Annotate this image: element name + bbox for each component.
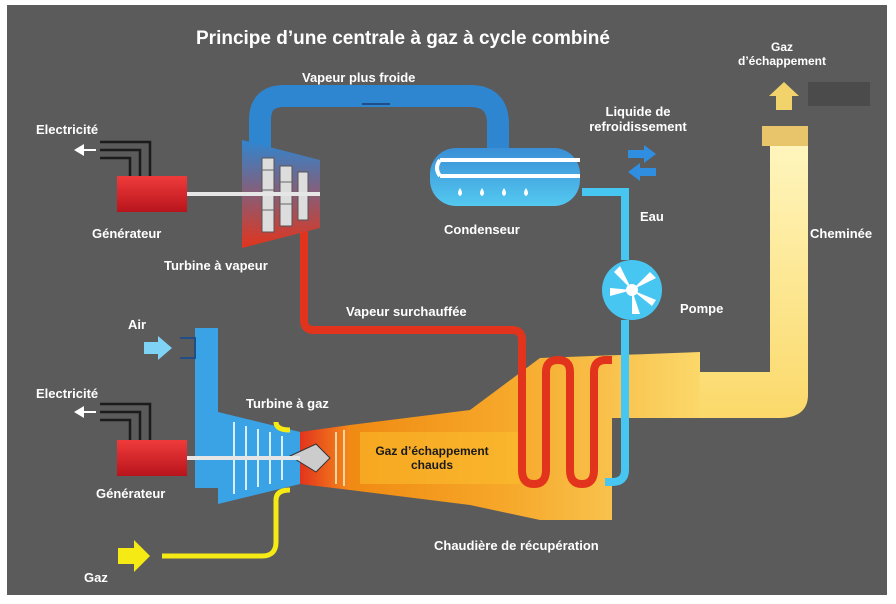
generator-top <box>117 176 187 212</box>
power-cables-top <box>100 140 152 176</box>
label-condenser: Condenseur <box>444 222 520 237</box>
label-exhaust-line2: d’échappement <box>737 54 827 68</box>
label-steam-turbine: Turbine à vapeur <box>164 258 268 273</box>
label-exhaust-line1: Gaz <box>770 40 793 54</box>
label-generator-top: Générateur <box>92 226 162 241</box>
electricity-arrow-bottom-icon <box>74 406 96 418</box>
label-recovery-boiler: Chaudière de récupération <box>434 538 599 553</box>
exhaust-up-arrow-icon <box>769 82 799 110</box>
coolant-out-arrow-icon <box>628 163 656 181</box>
label-generator-bottom: Générateur <box>96 486 166 501</box>
label-water: Eau <box>640 209 664 224</box>
air-in-arrow-icon <box>144 336 172 360</box>
pump-impeller-icon <box>610 266 656 314</box>
label-pump: Pompe <box>680 301 724 316</box>
gas-fuel-line <box>162 500 279 559</box>
label-coolant: Liquide de refroidissement <box>582 104 694 134</box>
electricity-arrow-top-icon <box>74 144 96 156</box>
label-gas: Gaz <box>84 570 108 585</box>
label-hot-exhaust: Gaz d’échappement chauds <box>362 444 502 472</box>
boiler-serpentine-tube <box>518 340 612 489</box>
superheated-steam-pipe <box>300 210 526 341</box>
label-gas-turbine: Turbine à gaz <box>246 396 329 411</box>
shadow-box <box>808 82 870 106</box>
gas-in-arrow-icon <box>118 540 150 572</box>
label-electricity-top: Electricité <box>36 122 99 137</box>
turbine-cone <box>288 443 331 473</box>
water-pipe-bottom <box>605 320 629 486</box>
diagram-title: Principe d’une centrale à gaz à cycle co… <box>196 28 610 49</box>
air-intake-duct <box>195 328 218 488</box>
water-drops-icon <box>458 188 528 196</box>
label-superheated-steam: Vapeur surchauffée <box>346 304 467 319</box>
label-hot-exhaust-line2: chauds <box>410 458 453 472</box>
power-cables-bottom <box>100 402 152 440</box>
air-grille-icon <box>180 337 196 359</box>
label-chimney: Cheminée <box>810 226 873 241</box>
cold-steam-pipe <box>249 85 509 170</box>
water-pipe-top <box>582 188 629 260</box>
label-electricity-bottom: Electricité <box>36 386 99 401</box>
label-coolant-line2: refroidissement <box>589 119 687 134</box>
label-cold-steam: Vapeur plus froide <box>302 70 416 85</box>
coolant-in-arrow-icon <box>628 145 656 163</box>
hot-exhaust-zone <box>360 432 520 484</box>
label-hot-exhaust-line1: Gaz d’échappement <box>375 444 489 458</box>
condenser-coil <box>435 158 580 178</box>
label-air: Air <box>128 317 147 332</box>
label-coolant-line1: Liquide de <box>605 104 671 119</box>
label-exhaust-gas: Gaz d’échappement <box>730 40 834 68</box>
generator-bottom <box>117 440 187 476</box>
turbine-blades <box>335 430 345 486</box>
chimney-cap <box>762 126 808 146</box>
